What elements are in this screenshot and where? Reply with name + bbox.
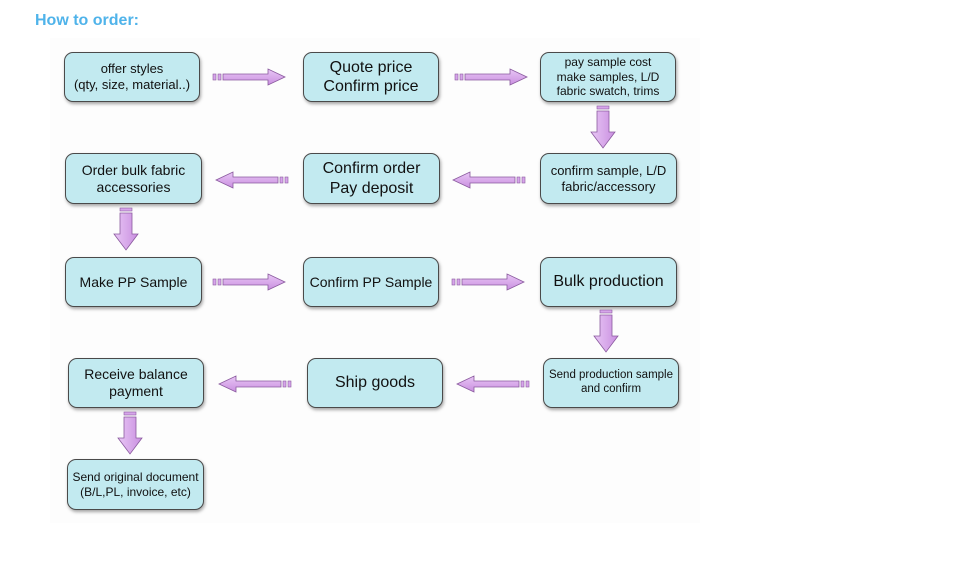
step-label: Bulk production — [553, 273, 664, 291]
step-label: offer styles (qty, size, material..) — [73, 61, 191, 92]
step-quote-price: Quote price Confirm price — [303, 52, 439, 102]
step-label: Confirm PP Sample — [309, 273, 433, 290]
step-order-bulk-fabric: Order bulk fabric accessories — [65, 153, 202, 204]
step-send-original-document: Send original document (B/L,PL, invoice,… — [67, 459, 204, 510]
step-bulk-production: Bulk production — [540, 257, 677, 307]
step-pay-sample-cost: pay sample cost make samples, L/D fabric… — [540, 52, 676, 102]
step-receive-balance-payment: Receive balance payment — [68, 358, 204, 408]
step-send-production-sample: Send production sample and confirm — [543, 358, 679, 408]
page-title: How to order: — [35, 12, 139, 29]
step-label: Quote price Confirm price — [323, 58, 419, 95]
step-label: confirm sample, L/D fabric/accessory — [550, 162, 667, 194]
step-confirm-order: Confirm order Pay deposit — [303, 153, 440, 204]
step-offer-styles: offer styles (qty, size, material..) — [64, 52, 200, 102]
step-label: Ship goods — [334, 374, 416, 392]
step-label: Make PP Sample — [79, 273, 188, 290]
step-label: pay sample cost make samples, L/D fabric… — [556, 55, 660, 99]
step-label: Order bulk fabric accessories — [81, 161, 186, 195]
step-confirm-sample: confirm sample, L/D fabric/accessory — [540, 153, 677, 204]
step-label: Send original document (B/L,PL, invoice,… — [72, 470, 199, 499]
step-label: Confirm order Pay deposit — [322, 160, 421, 197]
step-label: Receive balance payment — [84, 366, 188, 399]
step-ship-goods: Ship goods — [307, 358, 443, 408]
step-label: Send production sample and confirm — [548, 369, 674, 395]
step-confirm-pp-sample: Confirm PP Sample — [303, 257, 439, 307]
step-make-pp-sample: Make PP Sample — [65, 257, 202, 307]
